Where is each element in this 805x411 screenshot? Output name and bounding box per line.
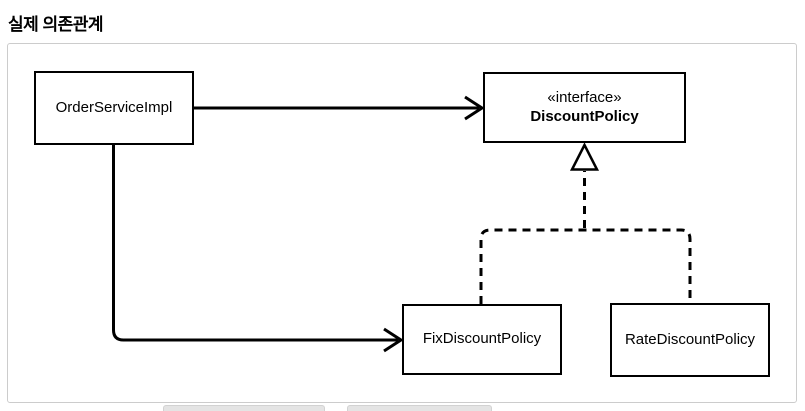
page-title: 실제 의존관계 [8,15,104,34]
node-ratediscountpolicy-label: RateDiscountPolicy [624,330,756,348]
partial-element-below-right [347,405,492,411]
node-discountpolicy-label: DiscountPolicy [530,107,639,125]
node-fixdiscountpolicy: FixDiscountPolicy [402,304,562,375]
node-discountpolicy-interface: «interface» DiscountPolicy [483,72,686,143]
interface-stereotype-label: «interface» [547,88,622,106]
node-ratediscountpolicy: RateDiscountPolicy [610,303,770,377]
node-orderserviceimpl: OrderServiceImpl [34,71,194,145]
partial-element-below-left [163,405,325,411]
node-fixdiscountpolicy-label: FixDiscountPolicy [422,330,542,348]
node-orderserviceimpl-label: OrderServiceImpl [55,98,173,116]
